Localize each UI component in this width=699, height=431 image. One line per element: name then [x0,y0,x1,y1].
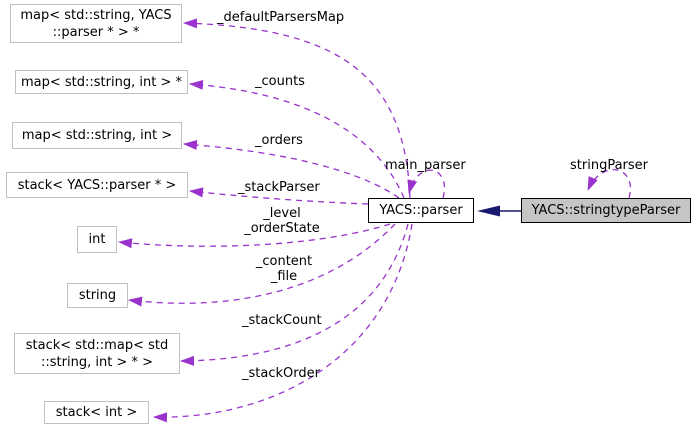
edge-label-stack-order: _stackOrder [242,366,320,381]
node-label: YACS::stringtypeParser [531,203,681,218]
edge-label-orders: _orders [255,133,303,148]
edge-counts [189,79,405,199]
node-map-string-yacs-parser[interactable]: map< std::string, YACS ::parser * > * [10,4,182,43]
edge-label-string-parser: stringParser [570,158,648,173]
edge-label-content-file: _content _file [244,254,324,284]
edge-label-order-state: _orderState [244,221,320,236]
node-yacs-parser[interactable]: YACS::parser [368,198,474,223]
node-map-string-int-ptr[interactable]: map< std::string, int > * [15,70,188,94]
node-label: ::parser * > * [52,24,140,40]
edge-label-main-parser: main_parser [385,158,466,173]
node-int[interactable]: int [77,226,117,253]
edge-inheritance [477,205,521,217]
edge-orders [183,139,400,199]
node-string[interactable]: string [67,283,128,308]
edge-label-file: _file [270,269,298,284]
edge-label-content: _content [255,254,313,269]
edge-stack-count [180,223,409,366]
edge-content-file [128,223,396,307]
edge-label-stack-parser: _stackParser [238,180,320,195]
node-yacs-stringtype-parser[interactable]: YACS::stringtypeParser [521,198,691,223]
edge-main-parser-loop [407,169,446,199]
node-label: string [78,288,117,303]
edge-string-parser-loop [587,169,632,199]
node-label: int [88,232,106,247]
edge-label-default-parsers-map: _defaultParsersMap [217,10,345,25]
edge-label-level: _level [263,206,301,221]
node-label: stack< YACS::parser * > [17,177,177,193]
edge-label-level-order-state: _level _orderState [238,206,326,236]
node-label: map< std::string, int > * [21,74,182,90]
edge-label-stack-count: _stackCount [242,313,322,328]
edge-stack-order [153,223,413,423]
node-label: map< std::string, int > [21,128,173,143]
node-stack-int[interactable]: stack< int > [44,401,149,424]
node-label: map< std::string, YACS [20,7,172,23]
node-label: stack< std::map< std [25,337,169,353]
node-map-string-int[interactable]: map< std::string, int > [12,122,182,149]
node-label: YACS::parser [379,203,463,218]
node-label: stack< int > [55,405,138,420]
edge-stack-parser [189,187,369,205]
edge-default-parsers-map [183,18,411,199]
edge-label-counts: _counts [255,74,305,89]
node-label: ::string, int > * > [41,354,153,370]
node-stack-yacs-parser[interactable]: stack< YACS::parser * > [6,172,188,198]
node-stack-map[interactable]: stack< std::map< std ::string, int > * > [14,333,180,374]
